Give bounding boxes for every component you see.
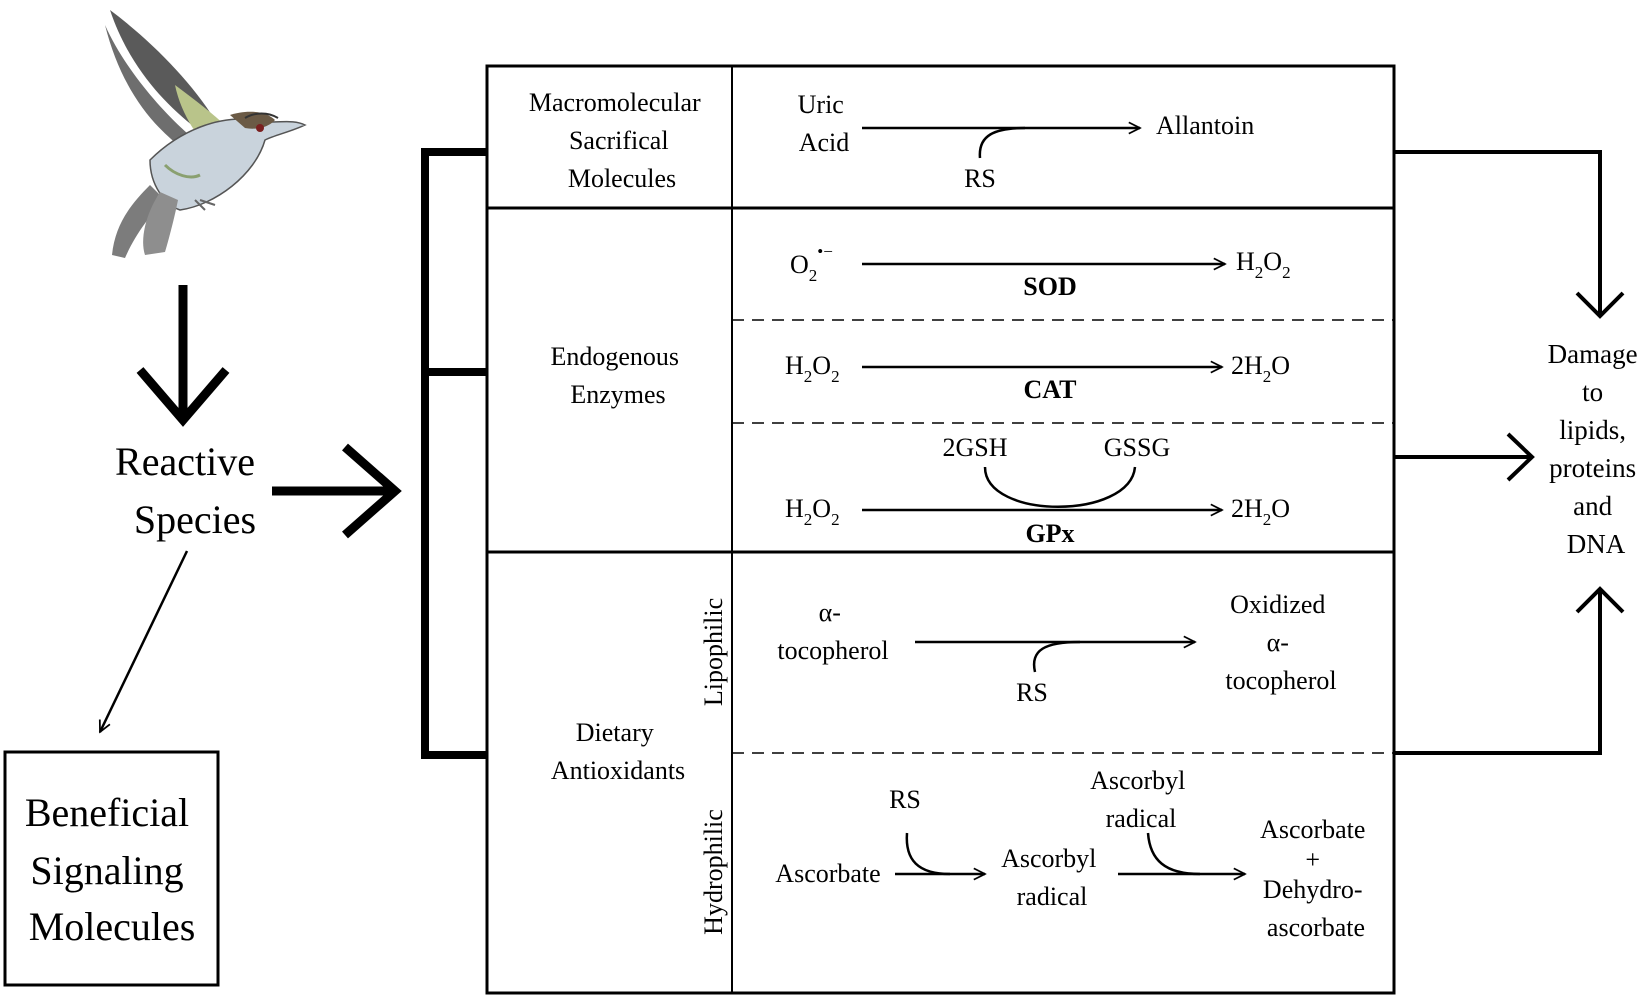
gpx-reactant-label: H2O2: [785, 494, 840, 529]
sod-reaction: O2•− SOD H2O2: [790, 242, 1291, 301]
ascorbate-reactant: Ascorbate: [775, 859, 880, 888]
to-damage-arrows: [1394, 150, 1625, 755]
defense-bracket: [421, 148, 487, 759]
ascorbyl-intermediate: Ascorbyl radical: [1001, 844, 1103, 911]
lipophilic-label: Lipophilic: [699, 598, 728, 706]
tocopherol-rs-curve: [1032, 640, 1081, 673]
species-to-defenses-arrow: [272, 443, 402, 539]
uric-acid-reaction: Uric Acid RS Allantoin: [798, 90, 1255, 193]
beneficial-box: [3, 750, 220, 987]
ascorbate-product: Ascorbate + Dehydro- ascorbate: [1260, 815, 1372, 942]
cat-reactant-label: H2O2: [785, 351, 840, 386]
bird-to-species-arrow: [136, 285, 230, 427]
bird-illustration: [105, 10, 307, 258]
sod-product-label: H2O2: [1236, 247, 1291, 282]
damage-outcome-label: Damage to lipids, proteins and DNA: [1548, 339, 1645, 559]
uric-acid-reactant: Uric Acid: [798, 90, 851, 157]
uric-rs-label: RS: [964, 164, 996, 193]
ascorbate-rs-curve: [905, 832, 951, 876]
cat-product-label: 2H2O: [1231, 351, 1290, 386]
defense-table: [485, 64, 1396, 995]
macromolecular-label: Macromolecular Sacrifical Molecules: [529, 88, 707, 193]
cat-reaction: H2O2 CAT 2H2O: [785, 351, 1290, 404]
gpx-enzyme-label: GPx: [1025, 519, 1074, 548]
species-to-signaling-arrow: [98, 550, 189, 732]
gpx-product-label: 2H2O: [1231, 494, 1290, 529]
tocopherol-product: Oxidized α- tocopherol: [1225, 590, 1336, 695]
tocopherol-reactant: α- tocopherol: [777, 598, 888, 665]
reactive-species-label: Reactive Species: [115, 439, 265, 542]
ascorbyl-cofactor-label: Ascorbyl radical: [1090, 766, 1192, 833]
ascorbyl-curve: [1146, 832, 1201, 876]
sod-enzyme-label: SOD: [1023, 272, 1076, 301]
gssg-label: GSSG: [1104, 433, 1170, 462]
gpx-reaction: 2GSH GSSG H2O2 GPx 2H2O: [785, 433, 1290, 548]
hydrophilic-label: Hydrophilic: [699, 809, 728, 935]
tocopherol-reaction: α- tocopherol RS Oxidized α- tocopherol: [777, 590, 1336, 707]
superoxide-label: O2•−: [790, 242, 833, 285]
ascorbate-rs-label: RS: [889, 785, 921, 814]
gsh-label: 2GSH: [942, 433, 1007, 462]
endogenous-label: Endogenous Enzymes: [550, 342, 685, 409]
tocopherol-rs-label: RS: [1016, 678, 1048, 707]
beneficial-label: Beneficial Signaling Molecules: [25, 790, 199, 949]
ascorbate-reaction: RS Ascorbyl radical Ascorbate Ascorbyl r…: [775, 766, 1372, 942]
gpx-cofactor-curve: [983, 466, 1137, 508]
dietary-label: Dietary Antioxidants: [551, 718, 685, 785]
allantoin-label: Allantoin: [1156, 111, 1254, 140]
uric-rs-curve: [978, 126, 1026, 159]
cat-enzyme-label: CAT: [1024, 375, 1077, 404]
